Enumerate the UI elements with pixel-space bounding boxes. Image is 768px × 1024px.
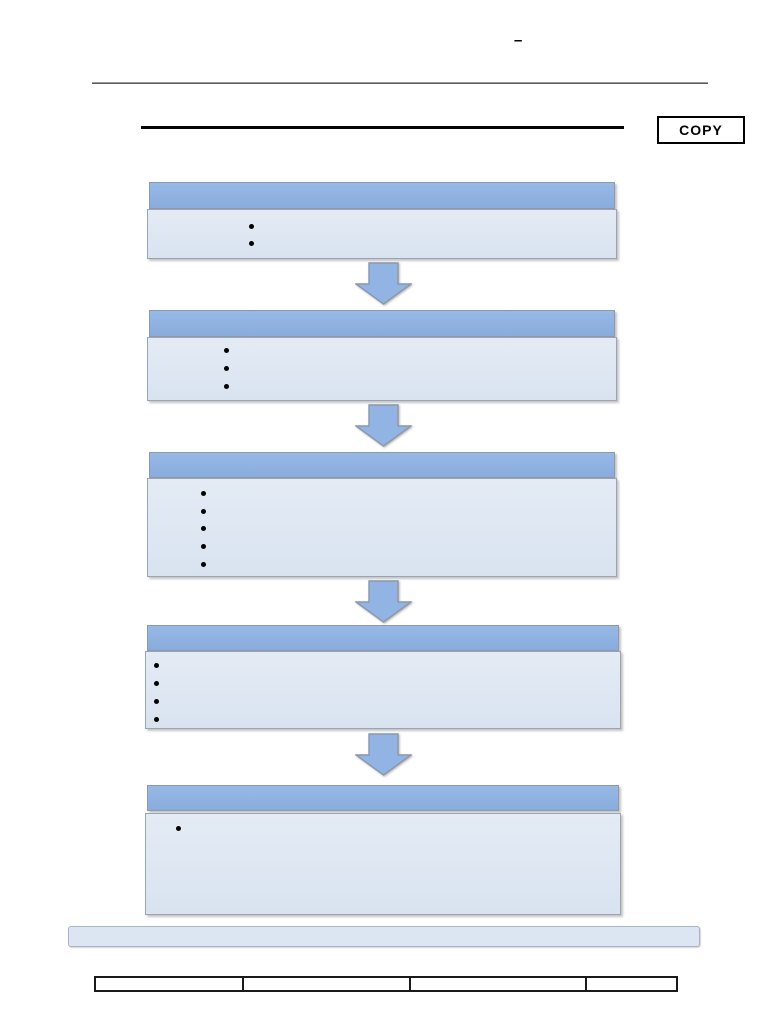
flow-stage-3-body — [147, 478, 617, 577]
bullet-dot — [176, 826, 181, 831]
bullet-dot — [224, 348, 229, 353]
footer-table-cell — [411, 978, 587, 990]
bullet-dot — [201, 491, 206, 496]
header-rule — [92, 82, 708, 84]
flow-stage-4 — [145, 625, 621, 729]
bullet-dot — [201, 508, 206, 514]
footer-table — [94, 976, 678, 992]
flow-stage-3 — [147, 452, 617, 577]
flow-stage-4-header — [147, 625, 619, 651]
footer-table-cell — [587, 978, 676, 990]
flow-stage-2-header — [149, 310, 615, 337]
title-underline — [141, 126, 624, 129]
bullet-dot — [154, 699, 159, 704]
bullet-dot — [201, 544, 206, 550]
footer-table-cell — [96, 978, 245, 990]
down-arrow-icon — [355, 262, 412, 305]
bullet-dot — [224, 366, 229, 371]
bullet-dot — [249, 241, 254, 246]
flow-stage-3-header — [149, 452, 615, 478]
down-arrow-icon — [355, 733, 412, 776]
title-dash: – — [514, 32, 523, 49]
bottom-band — [68, 926, 700, 947]
flow-stage-2 — [147, 310, 617, 401]
down-arrow-icon — [355, 580, 412, 623]
flow-stage-5-body — [145, 813, 621, 915]
flow-stage-1 — [147, 182, 617, 259]
bullet-dot — [154, 663, 159, 668]
bullet-dot — [154, 681, 159, 686]
down-arrow-icon — [355, 404, 412, 447]
flow-stage-4-body — [145, 651, 621, 729]
copy-stamp: COPY — [657, 116, 745, 144]
bullet-dot — [249, 224, 254, 229]
bullet-dot — [154, 717, 159, 722]
flow-stage-2-body — [147, 337, 617, 401]
bullet-dot — [201, 561, 206, 567]
flow-stage-1-header — [149, 182, 615, 209]
footer-table-cell — [244, 978, 411, 990]
flow-stage-5 — [145, 785, 621, 915]
bullet-dot — [224, 384, 229, 389]
bullet-dot — [201, 526, 206, 532]
flow-stage-5-header — [147, 785, 619, 811]
flow-stage-1-body — [147, 209, 617, 259]
copy-stamp-label: COPY — [679, 122, 723, 138]
